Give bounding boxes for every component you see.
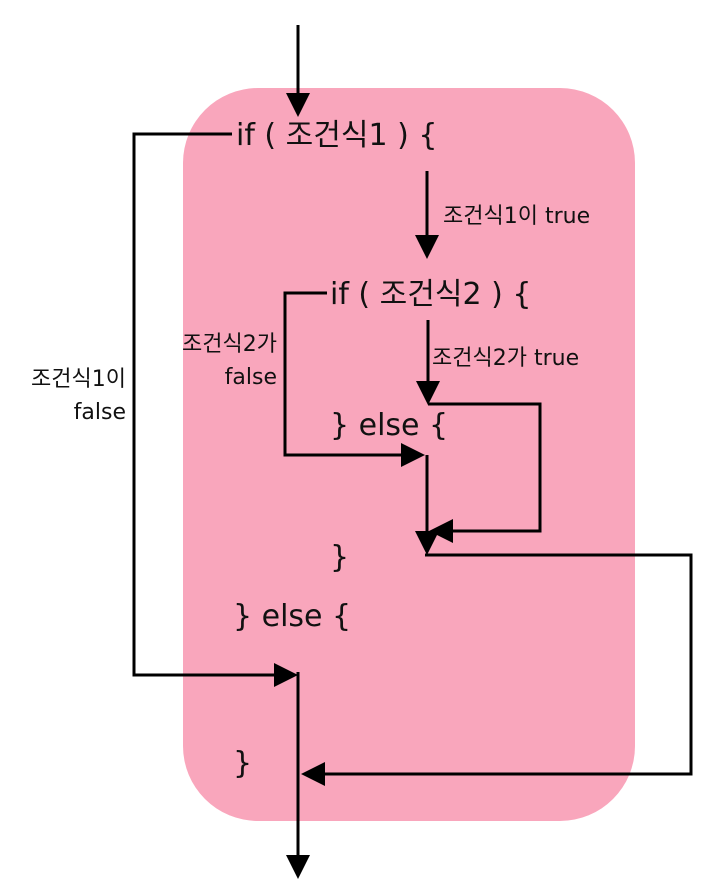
outer-close-brace: } bbox=[233, 746, 252, 781]
inner-else: } else { bbox=[330, 408, 448, 443]
inner-close-brace: } bbox=[330, 540, 349, 575]
cond2-false-line bbox=[283, 291, 425, 467]
cond1-false-label-line1: 조건식1이 bbox=[31, 367, 126, 392]
if-condition-1: if ( 조건식1 ) { bbox=[236, 118, 437, 153]
if-condition-2: if ( 조건식2 ) { bbox=[330, 277, 531, 312]
cond2-false-label-line1: 조건식2가 bbox=[182, 332, 277, 357]
outer-if-exit-line bbox=[301, 553, 693, 786]
cond1-false-line bbox=[132, 132, 298, 687]
cond2-true-bypass-line bbox=[428, 402, 542, 543]
cond1-false-label-line2: false bbox=[74, 400, 126, 425]
cond1-true-label: 조건식1이 true bbox=[443, 204, 590, 229]
cond2-true-label: 조건식2가 true bbox=[432, 346, 579, 371]
cond2-false-label-line2: false bbox=[225, 365, 277, 390]
outer-else: } else { bbox=[233, 599, 351, 634]
